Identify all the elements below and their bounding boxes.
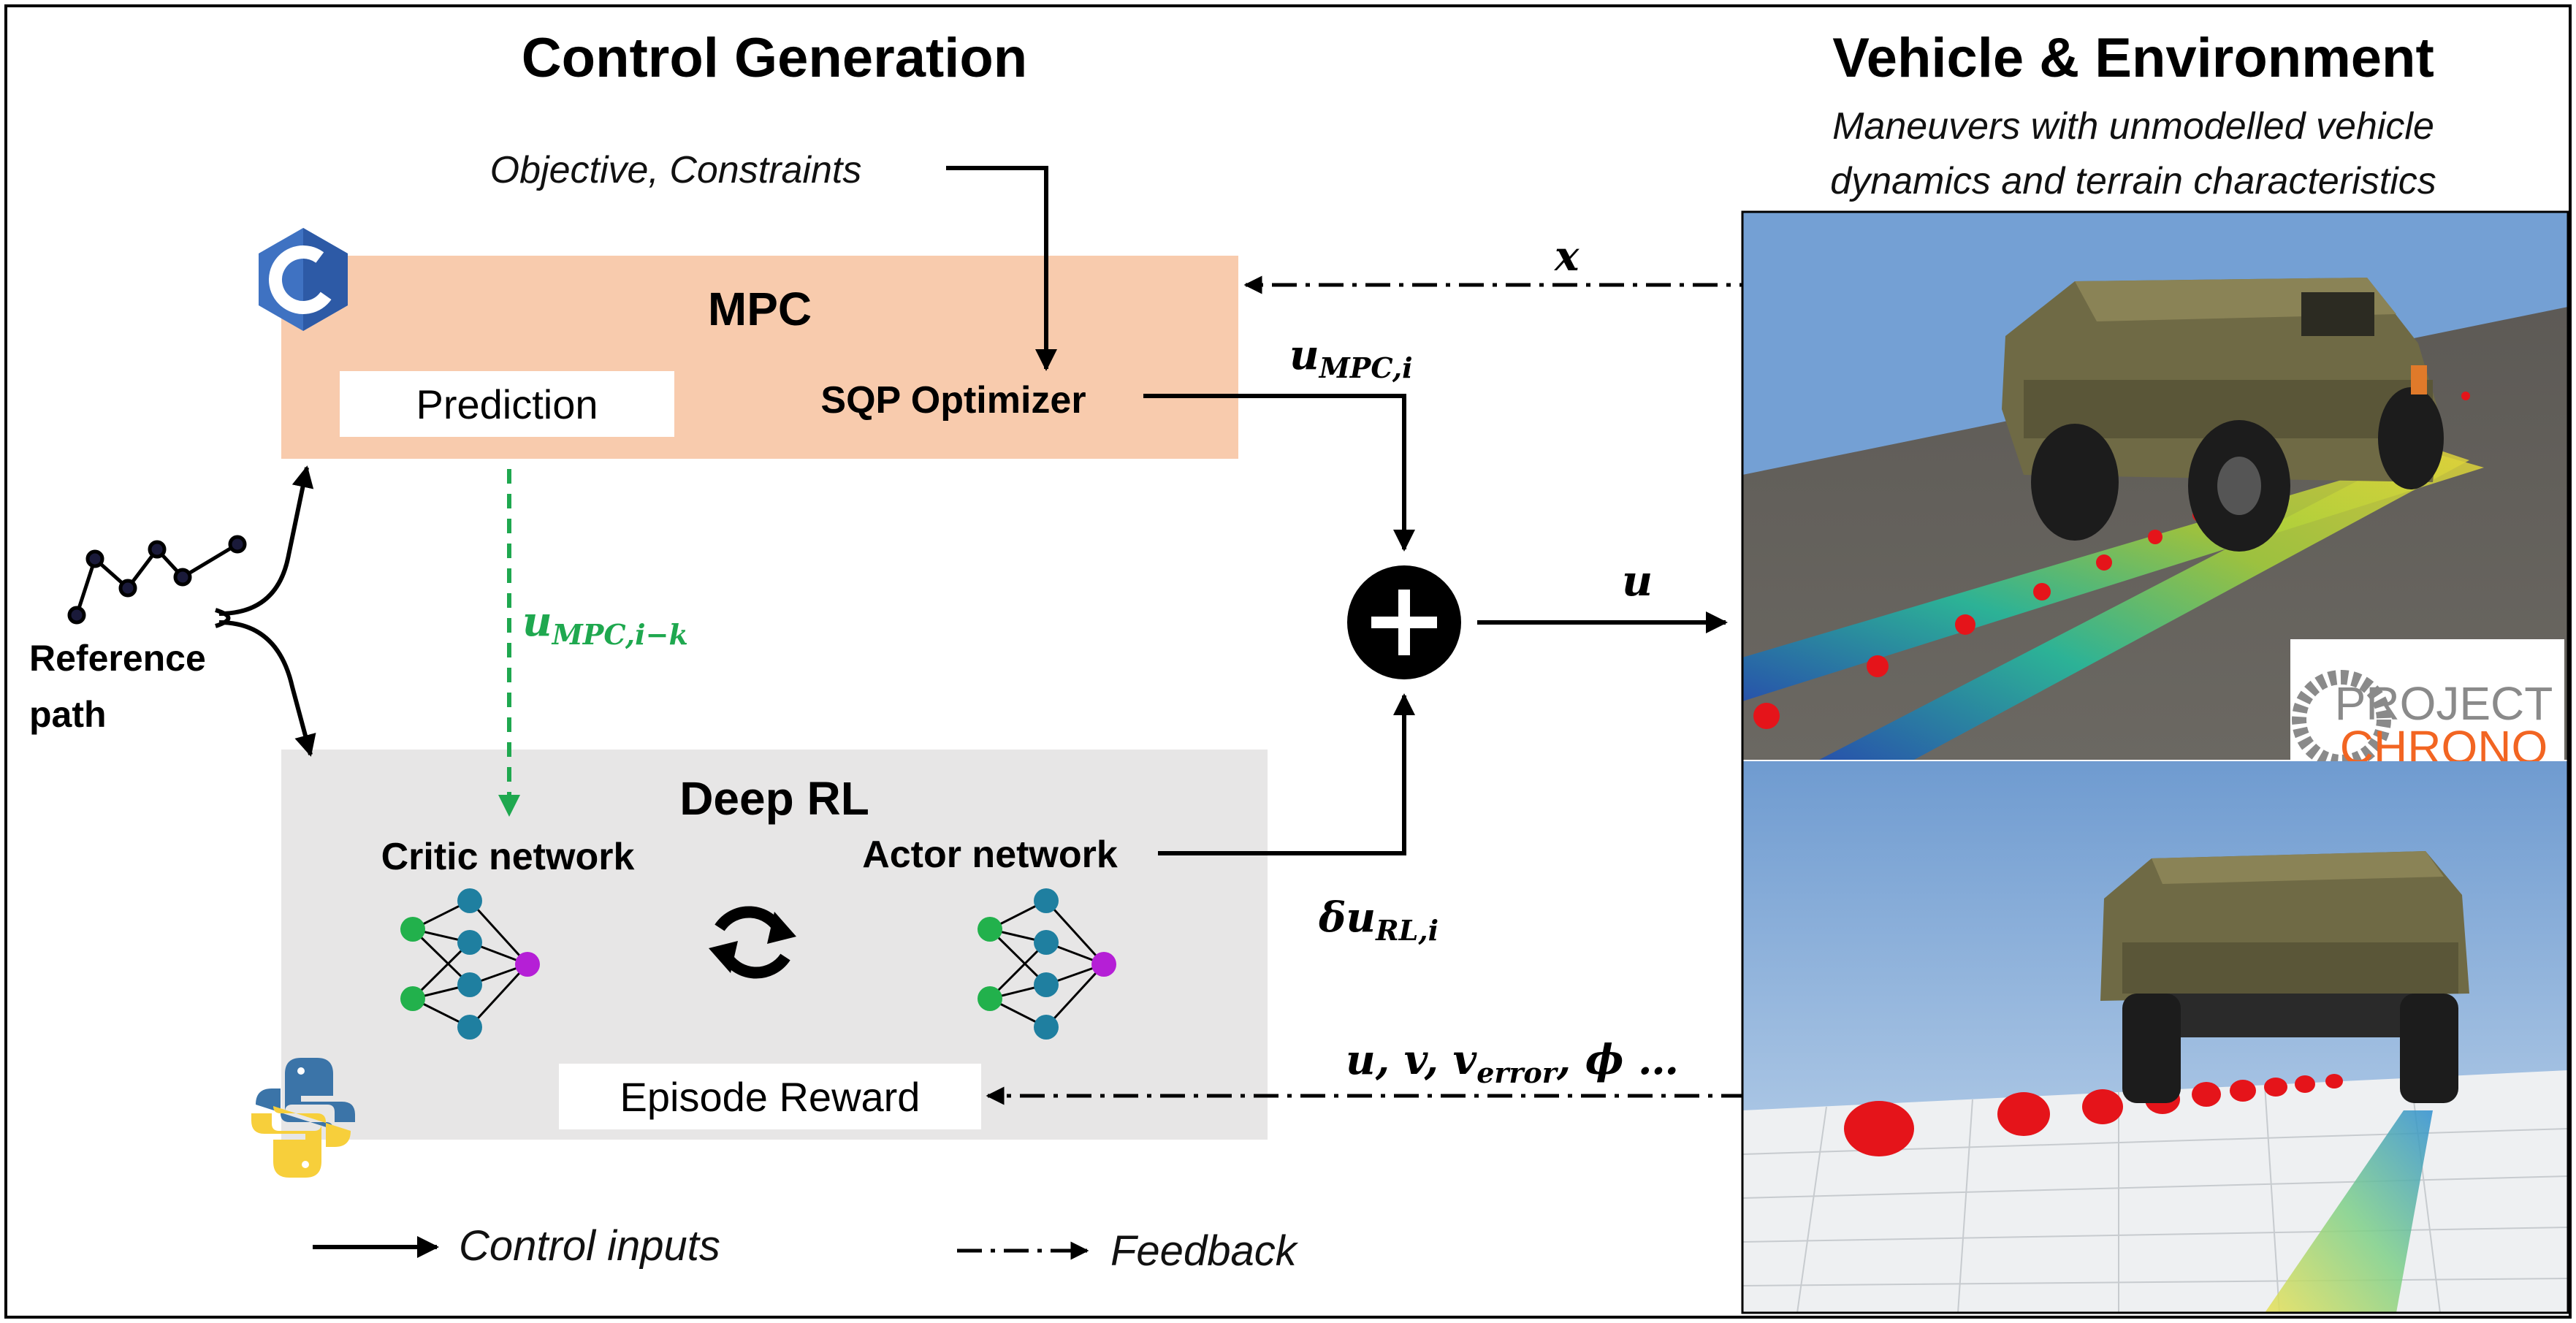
legend-control-label: Control inputs bbox=[459, 1222, 720, 1270]
rl-control-arrow bbox=[1158, 693, 1415, 855]
actor-network-label: Actor network bbox=[862, 834, 1118, 876]
actor-network-icon bbox=[978, 888, 1116, 1040]
plus-circle-icon bbox=[1347, 565, 1461, 679]
outer-frame bbox=[4, 4, 2572, 1319]
objective-constraints-label: Objective, Constraints bbox=[490, 149, 862, 191]
simulation-frame bbox=[1741, 210, 2569, 1314]
maneuvers-caption-line2: dynamics and terrain characteristics bbox=[1830, 160, 2436, 202]
ref-to-mpc-arrow bbox=[218, 465, 314, 616]
reference-path-icon bbox=[67, 535, 247, 625]
sqp-optimizer-label: SQP Optimizer bbox=[820, 379, 1086, 422]
mpc-title: MPC bbox=[708, 283, 812, 335]
delayed-mpc-signal-label: uMPC,i−k bbox=[522, 598, 688, 651]
sync-icon bbox=[709, 906, 796, 979]
total-control-label: u bbox=[1622, 556, 1653, 606]
reward-feedback-label: u, v, verror, ϕ … bbox=[1346, 1036, 1679, 1089]
rl-control-label: δuRL,i bbox=[1318, 893, 1438, 947]
simulation-view-bottom bbox=[1742, 761, 2569, 1314]
episode-reward-label: Episode Reward bbox=[620, 1074, 921, 1120]
python-logo-icon bbox=[251, 1058, 355, 1178]
mpc-control-label: uMPC,i bbox=[1289, 331, 1413, 384]
chrono-logo-line1: PROJECT bbox=[2335, 677, 2553, 730]
control-generation-heading: Control Generation bbox=[522, 27, 1027, 89]
ref-brace bbox=[215, 608, 231, 628]
state-feedback-label: x bbox=[1554, 232, 1579, 281]
vehicle-environment-heading: Vehicle & Environment bbox=[1832, 27, 2434, 89]
mpc-control-arrow bbox=[1143, 394, 1415, 552]
critic-network-label: Critic network bbox=[381, 836, 635, 878]
simulation-view-top bbox=[1742, 212, 2568, 760]
maneuvers-caption-line1: Maneuvers with unmodelled vehicle bbox=[1832, 105, 2434, 148]
legend-feedback-label: Feedback bbox=[1110, 1227, 1299, 1275]
cpp-logo-icon bbox=[259, 228, 348, 331]
prediction-box bbox=[340, 371, 674, 437]
humvee-rear-view bbox=[2002, 278, 2444, 552]
ref-to-rl-arrow bbox=[218, 620, 316, 757]
humvee-rear-view-2 bbox=[2100, 851, 2469, 1103]
deep-rl-title: Deep RL bbox=[679, 772, 869, 825]
reference-path-label-line2: path bbox=[29, 694, 107, 735]
episode-reward-box bbox=[559, 1064, 981, 1129]
objective-arrow bbox=[946, 166, 1057, 371]
reference-path-label-line1: Reference bbox=[29, 638, 206, 679]
critic-network-icon bbox=[400, 888, 540, 1040]
prediction-label: Prediction bbox=[416, 381, 598, 427]
